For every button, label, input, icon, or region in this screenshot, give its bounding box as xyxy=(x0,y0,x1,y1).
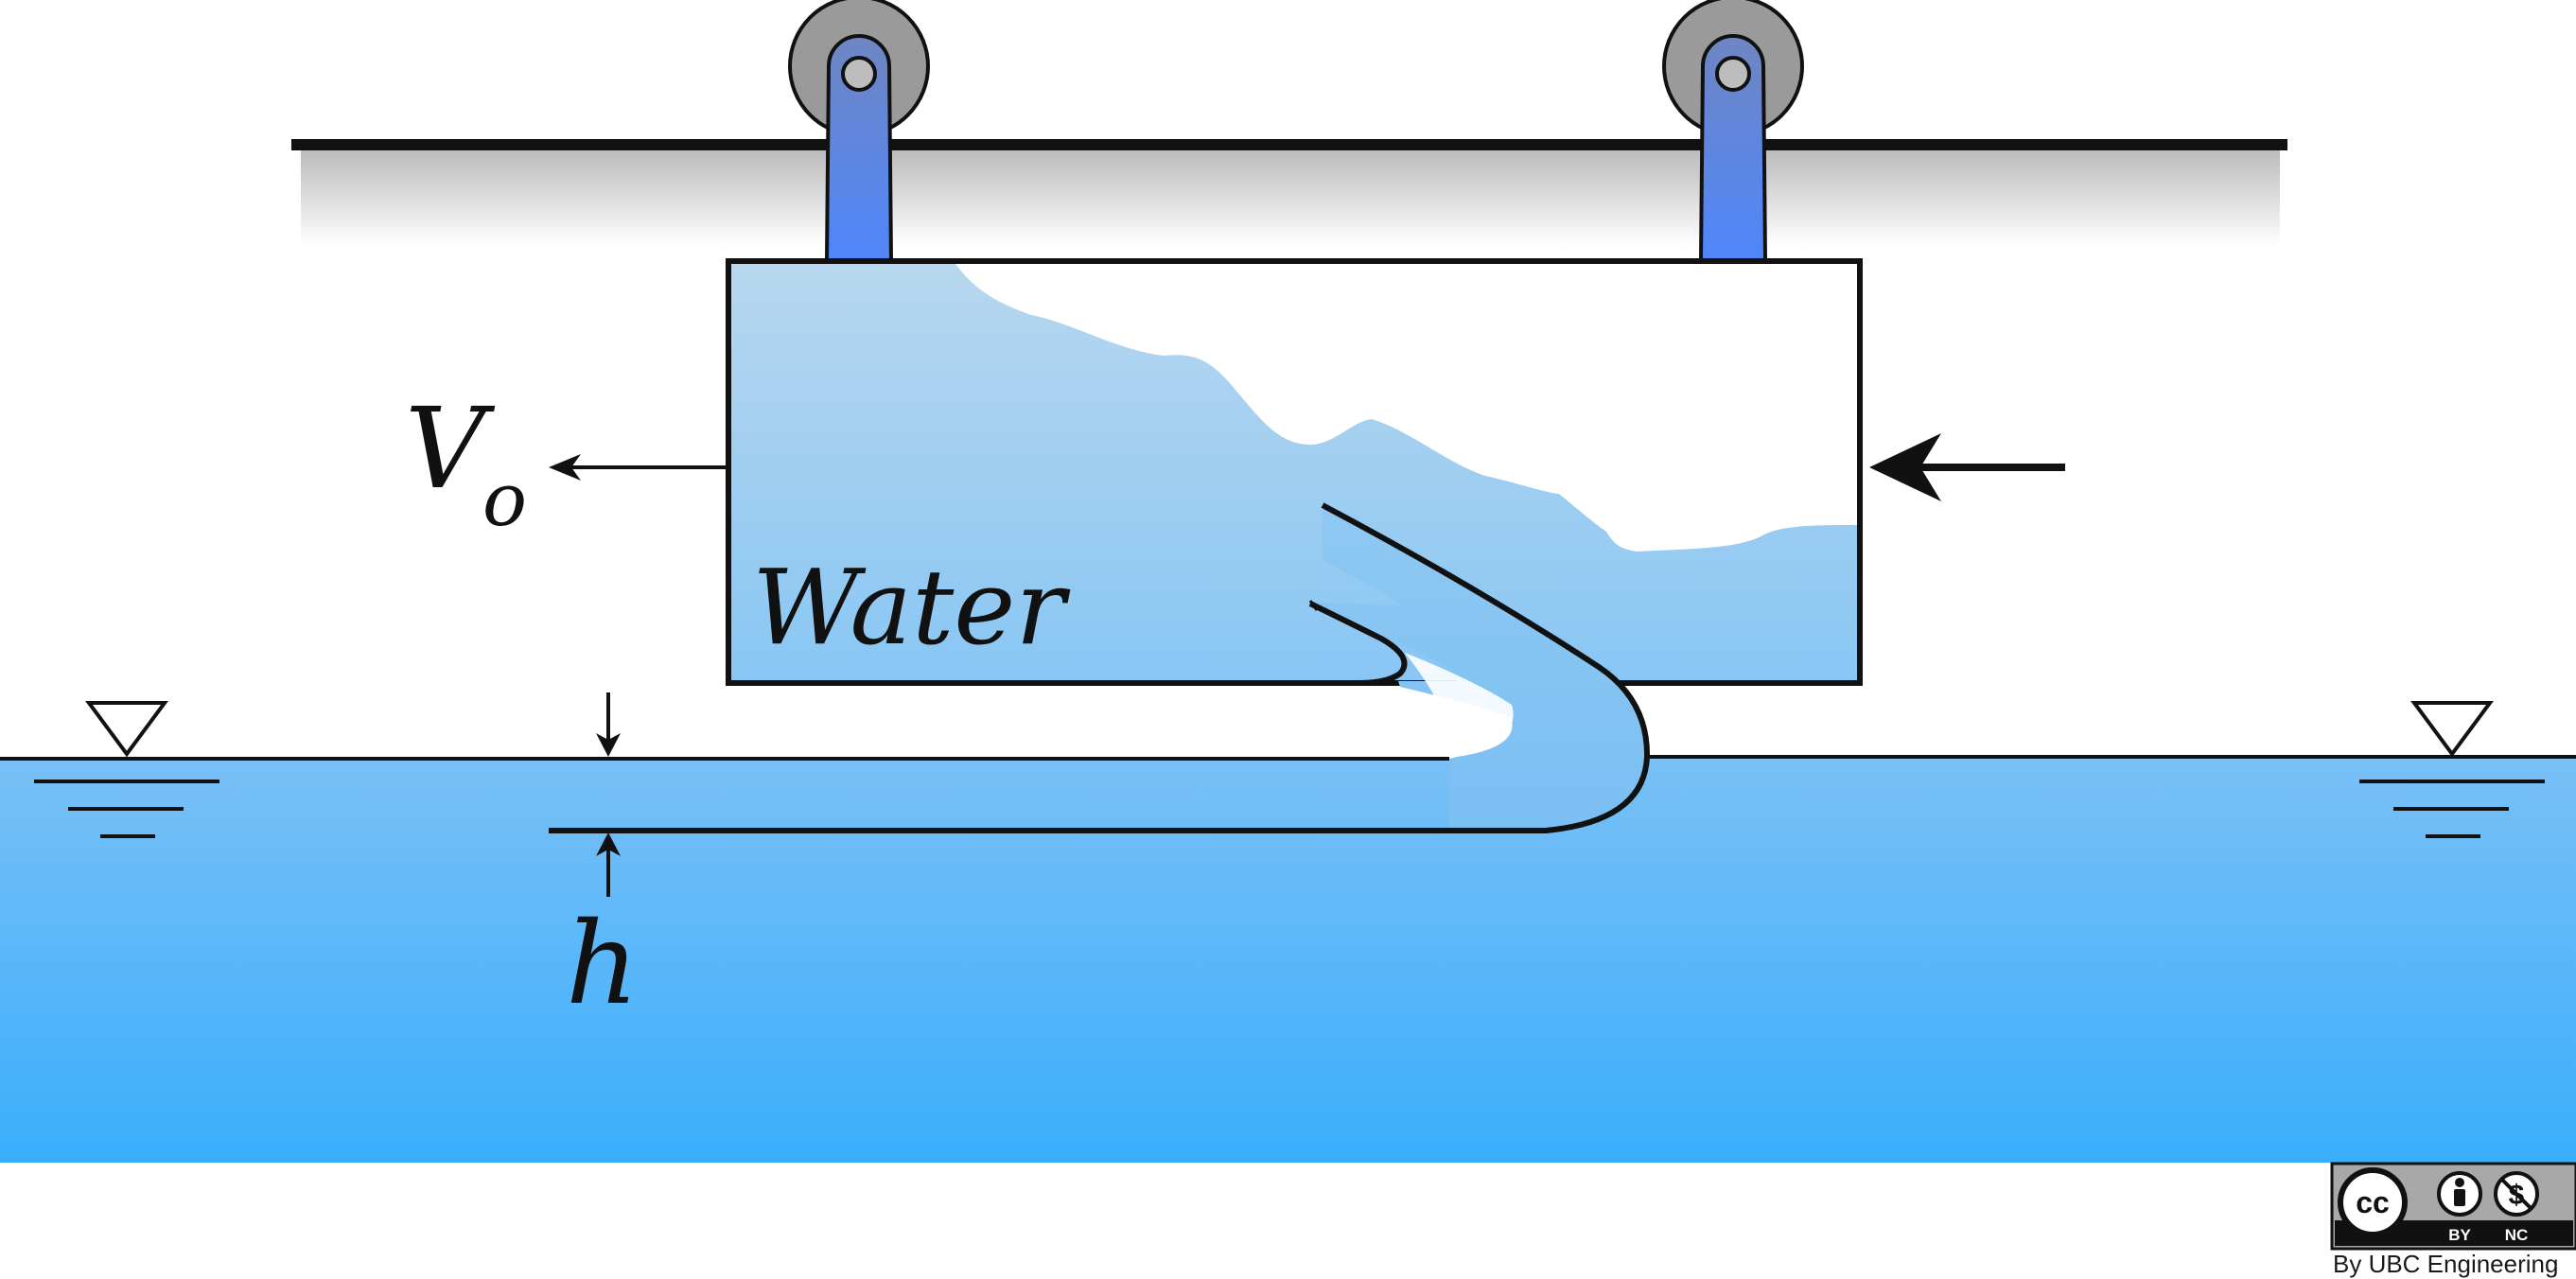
cc-icon xyxy=(2338,1167,2408,1237)
pipe-upper-wall xyxy=(549,502,1651,833)
inverted-triangle-icon xyxy=(2410,701,2494,758)
right-trolley xyxy=(1662,0,1804,262)
rail-shadow xyxy=(301,148,2280,246)
velocity-arrow: V o xyxy=(405,383,728,543)
arrow-icon xyxy=(596,733,621,757)
tank-water xyxy=(728,261,1860,683)
by-text: BY xyxy=(2448,1226,2471,1244)
free-surface-marker-right xyxy=(2359,701,2545,838)
jet-highlight xyxy=(1405,653,1514,759)
license-badge: cc $ BY NC By UBC Engineering xyxy=(2330,1162,2576,1278)
reservoir-water xyxy=(0,759,2576,1163)
attribution-head xyxy=(2455,1178,2464,1187)
tank xyxy=(726,258,1863,686)
free-surface-marker-left xyxy=(34,701,219,838)
depth-dimension: h xyxy=(566,692,639,1030)
hanger-arm xyxy=(824,34,894,262)
noncommercial-strike xyxy=(2499,1177,2533,1211)
overhead-rail xyxy=(291,139,2287,246)
velocity-subscript: o xyxy=(482,458,527,543)
force-arrow xyxy=(1869,433,2065,501)
arrow-icon xyxy=(1869,433,1941,501)
pipe-end-cut xyxy=(1308,600,1319,611)
axle-pin xyxy=(841,56,877,92)
nc-text: NC xyxy=(2505,1226,2529,1244)
arrow-icon xyxy=(596,832,621,856)
cc-glyph: cc xyxy=(2356,1185,2390,1219)
pipe-lower-wall xyxy=(1308,601,1408,686)
axle-pin xyxy=(1715,56,1751,92)
hanger-arm xyxy=(1698,34,1768,262)
arrow-icon xyxy=(549,454,581,481)
container-label: Water xyxy=(752,547,1071,668)
credit-text: By UBC Engineering xyxy=(2333,1250,2558,1278)
depth-label: h xyxy=(566,899,639,1030)
attribution-body xyxy=(2454,1189,2465,1206)
left-trolley xyxy=(788,0,930,262)
velocity-symbol: V xyxy=(405,383,496,514)
tank-walls xyxy=(726,258,1863,686)
jet-stream xyxy=(1311,505,1647,831)
reservoir xyxy=(0,755,2576,1163)
inverted-triangle-icon xyxy=(85,701,168,758)
scoop-pipe xyxy=(549,502,1651,833)
